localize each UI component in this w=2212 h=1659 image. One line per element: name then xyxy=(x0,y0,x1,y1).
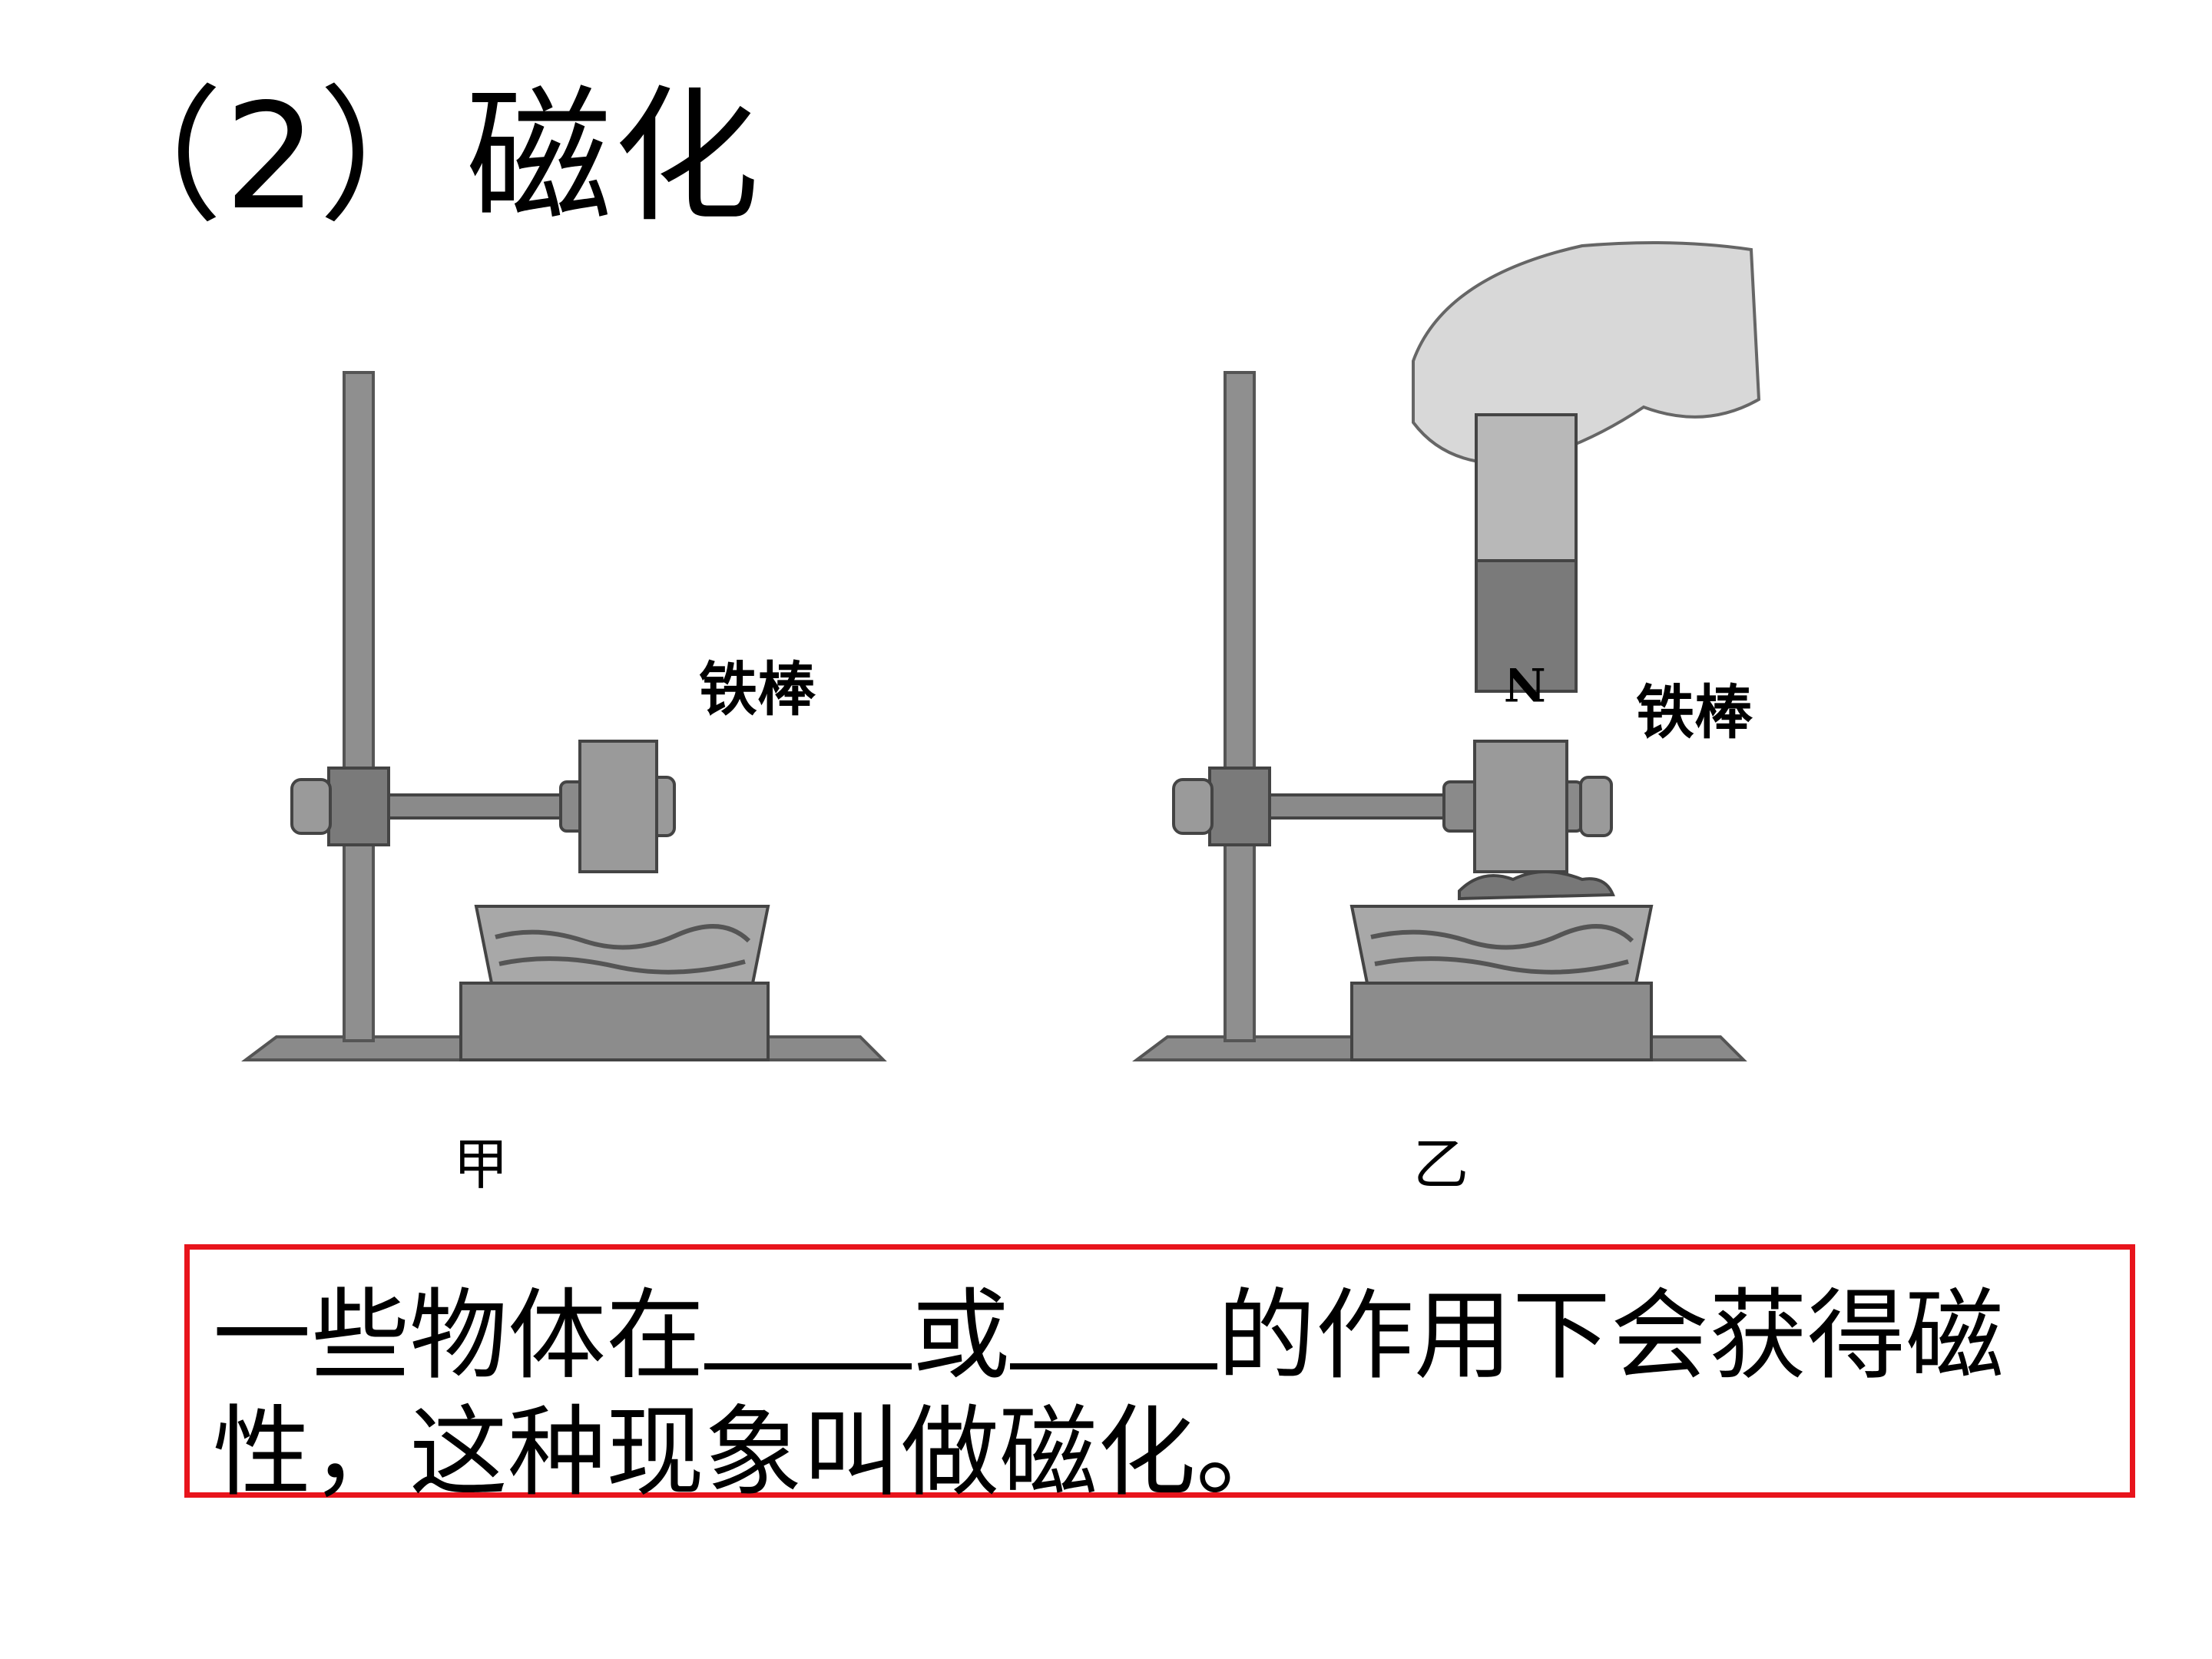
definition-part-3: 的作用下会获得磁 xyxy=(1217,1279,2005,1393)
definition-box: 一些物体在 或 的作用下会获得磁 性，这种现象叫做磁化。 xyxy=(184,1244,2135,1510)
fill-blank-1[interactable] xyxy=(704,1273,912,1369)
fill-blank-2[interactable] xyxy=(1010,1273,1218,1369)
page-title: （2）磁化 xyxy=(77,72,761,242)
definition-part-2: 或 xyxy=(912,1279,1011,1393)
stand-illustration-jia xyxy=(241,371,887,1061)
figure-caption-jia: 甲 xyxy=(453,1132,509,1197)
hand-icon xyxy=(1412,241,1761,463)
magnet-pole-label: N xyxy=(1504,657,1546,710)
stand-illustration-yi xyxy=(1132,241,1761,1061)
iron-bar-label: 铁棒 xyxy=(699,655,816,724)
apparatus-figure-jia: 铁棒 甲 xyxy=(230,230,922,1192)
apparatus-figure-yi: N 铁棒 乙 xyxy=(1121,230,1813,1192)
definition-part-4: 性，这种现象叫做磁化。 xyxy=(213,1396,1295,1510)
figure-caption-yi: 乙 xyxy=(1413,1132,1469,1197)
iron-bar-label: 铁棒 xyxy=(1636,678,1753,747)
definition-part-1: 一些物体在 xyxy=(213,1279,705,1393)
definition-text: 一些物体在 或 的作用下会获得磁 性，这种现象叫做磁化。 xyxy=(213,1273,2118,1512)
